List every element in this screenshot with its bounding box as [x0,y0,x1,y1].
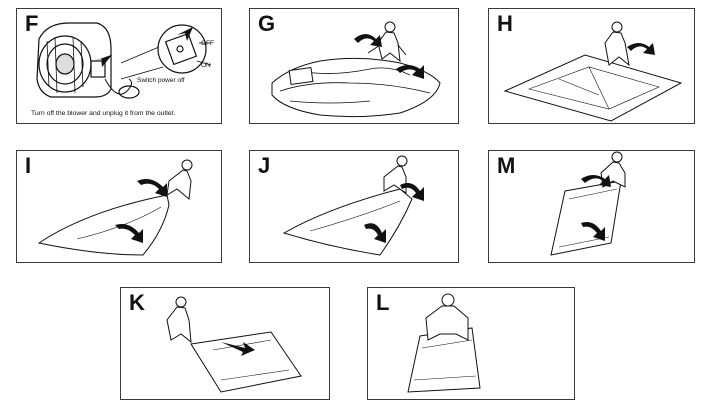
panel-g: G [249,8,459,124]
on-label: ON [201,62,211,69]
panel-m: M [488,150,695,263]
off-label: OFF [201,40,214,47]
folding-tent-step-i-illustration [17,151,222,263]
folding-tent-step-m-illustration [489,151,695,263]
panel-k: K [120,287,330,400]
panel-i: I [16,150,222,263]
panel-f-caption: Turn off the blower and unplug it from t… [31,110,175,117]
rolling-tent-step-k-illustration [121,288,330,400]
blower-illustration [17,9,222,124]
panel-h: H [488,8,695,124]
panel-l: L [367,287,575,400]
flat-tent-illustration [489,9,695,124]
panel-f: F OFF ON Switch power off Turn off the b… [16,8,222,124]
deflating-tent-illustration [250,9,459,124]
panel-j: J [249,150,459,263]
folding-tent-step-j-illustration [250,151,459,263]
switch-power-off-label: Switch power off [137,77,185,84]
rolled-tent-step-l-illustration [368,288,575,400]
